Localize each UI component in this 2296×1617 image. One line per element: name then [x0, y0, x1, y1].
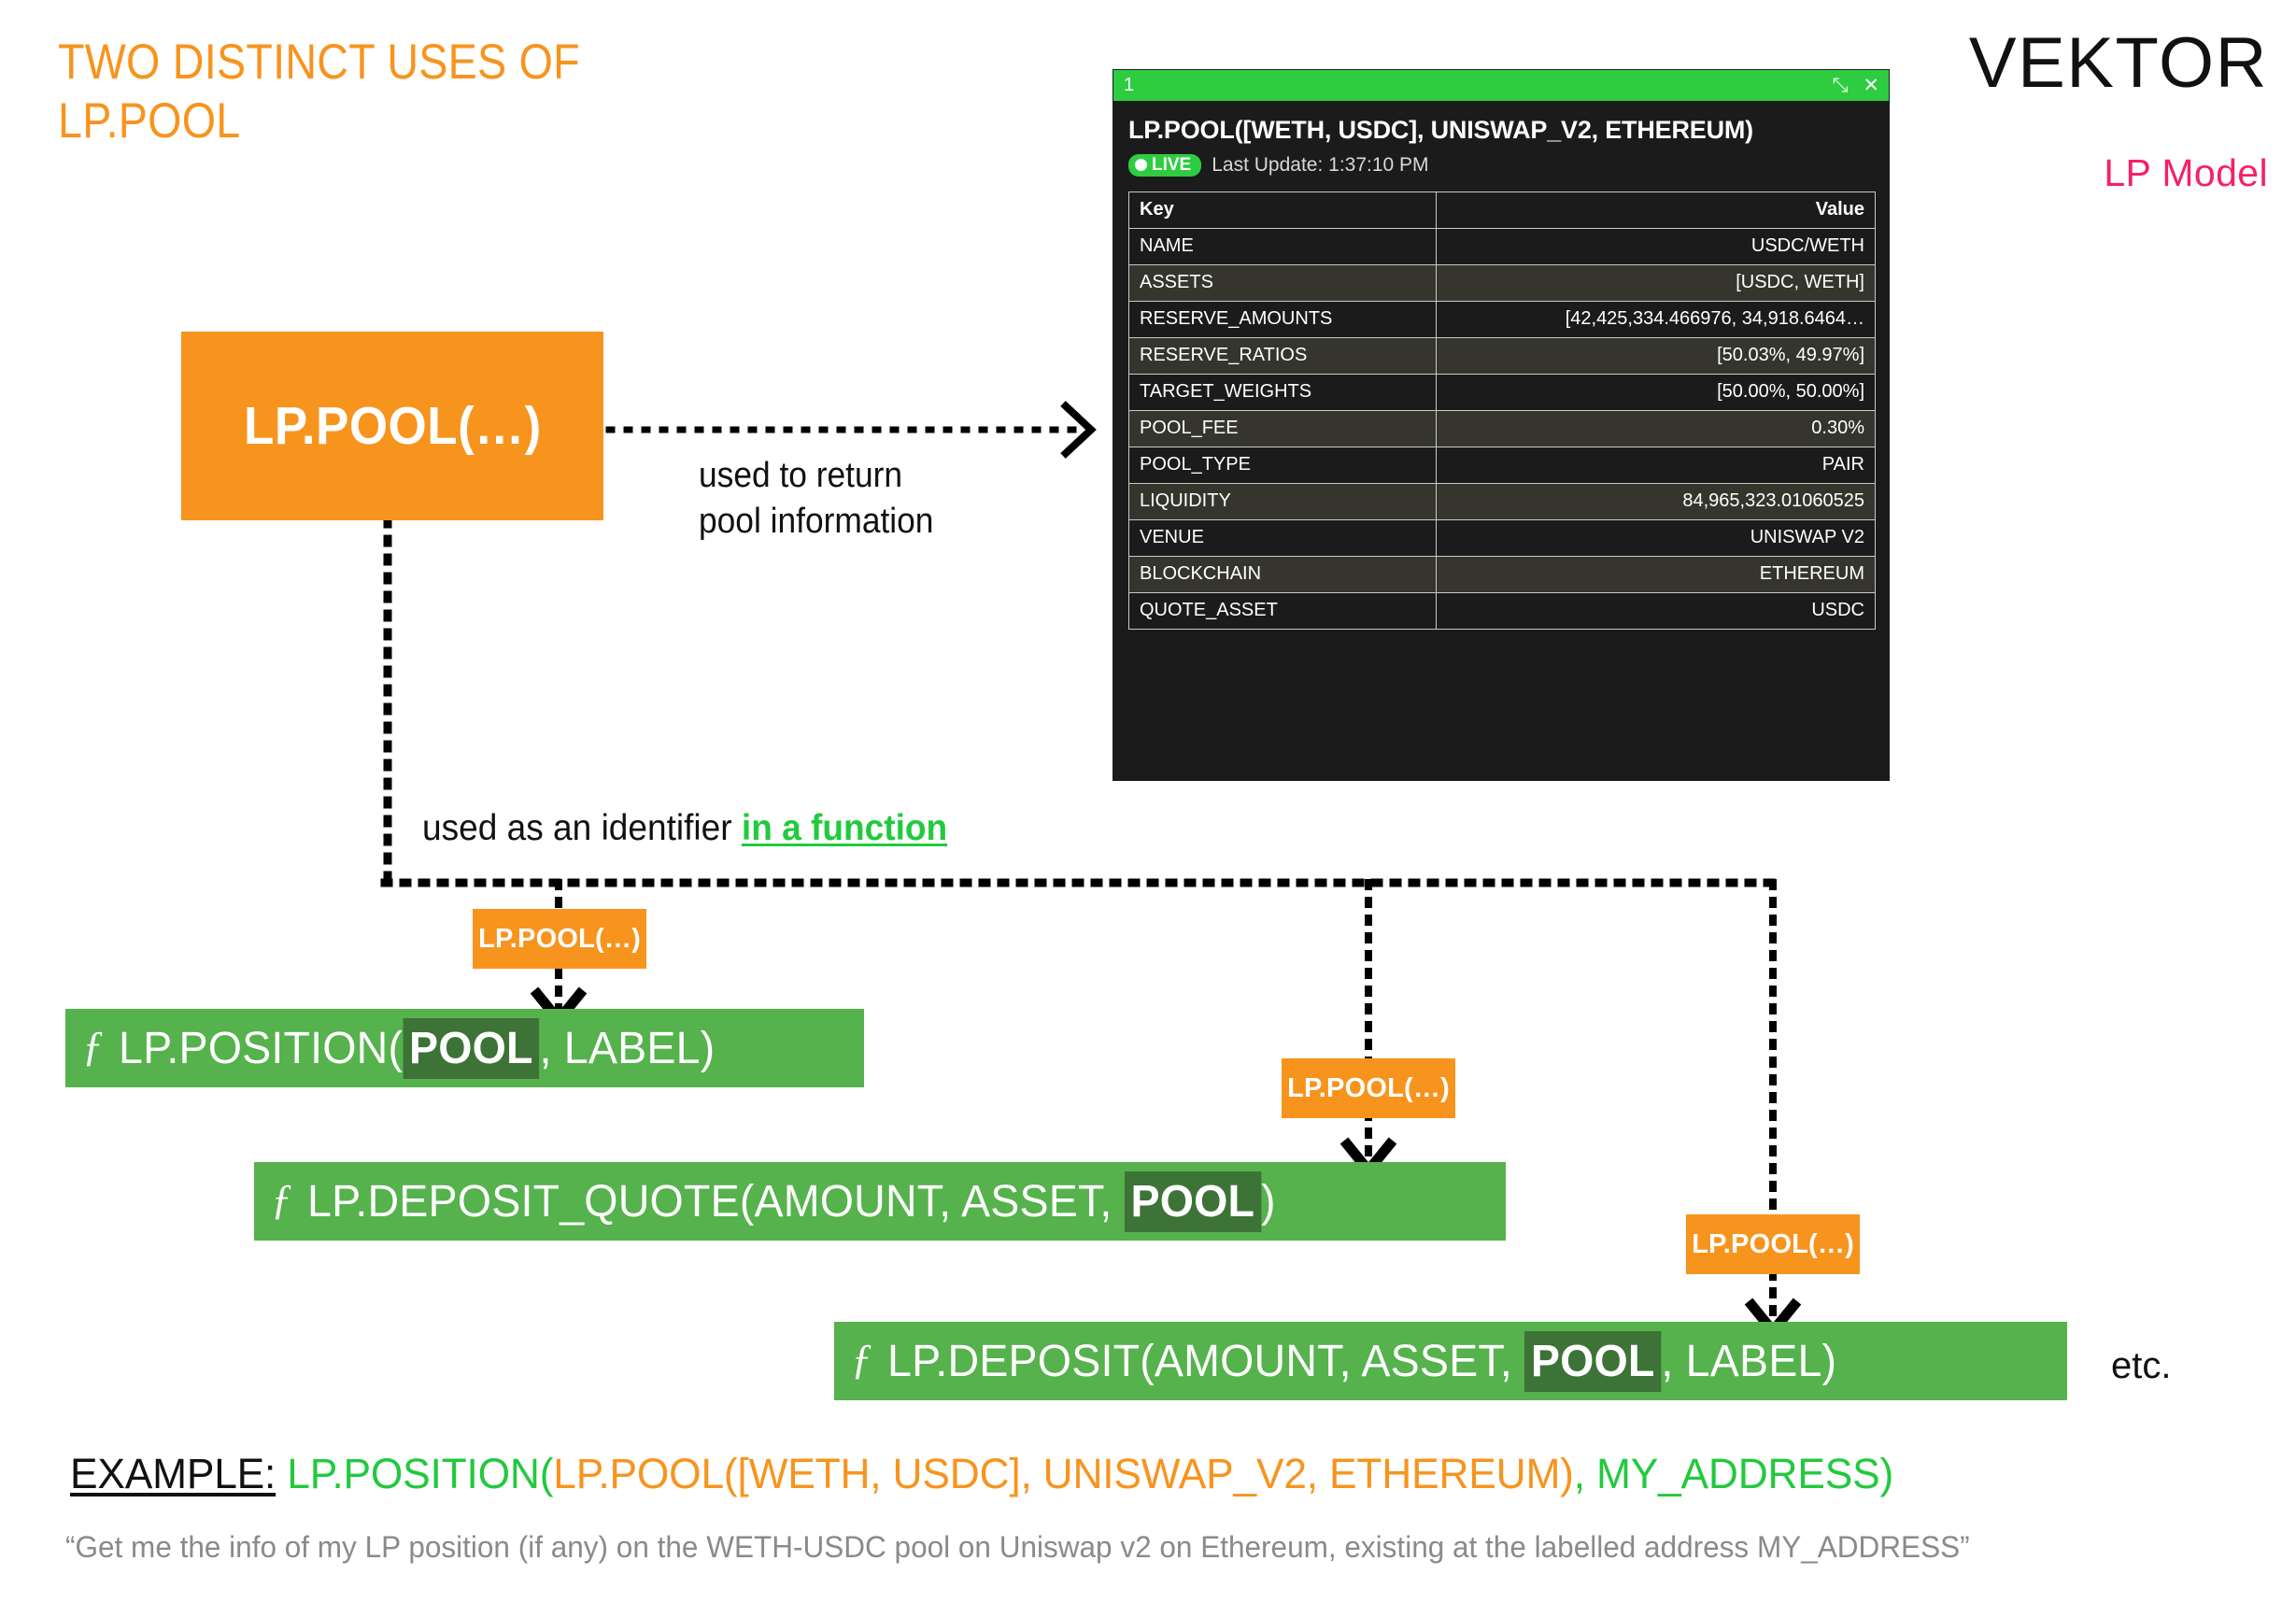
- example-line: EXAMPLE: LP.POSITION(LP.POOL([WETH, USDC…: [70, 1450, 1893, 1498]
- table-header-row: Key Value: [1128, 191, 1876, 229]
- return-caption: used to return pool information: [699, 456, 934, 541]
- function-prefix: LP.DEPOSIT_QUOTE(AMOUNT, ASSET,: [307, 1176, 1125, 1227]
- table-cell-key: LIQUIDITY: [1128, 483, 1437, 520]
- table-cell-value: [USDC, WETH]: [1436, 264, 1876, 302]
- table-cell-value: [42,425,334.466976, 34,918.6464…: [1436, 301, 1876, 338]
- lp-pool-node[interactable]: LP.POOL(…): [181, 332, 603, 520]
- live-dot-icon: [1135, 159, 1147, 171]
- table-cell-key: ASSETS: [1128, 264, 1437, 302]
- table-cell-value: USDC: [1436, 592, 1876, 630]
- identifier-caption: used as an identifier in a function: [422, 808, 947, 849]
- page-title: TWO DISTINCT USES OF LP.POOL: [58, 35, 580, 149]
- example-label: EXAMPLE:: [70, 1450, 276, 1497]
- live-label: LIVE: [1152, 155, 1192, 175]
- window-heading: LP.POOL([WETH, USDC], UNISWAP_V2, ETHERE…: [1128, 116, 1753, 144]
- table-cell-key: RESERVE_RATIOS: [1128, 337, 1437, 375]
- function-suffix: , LABEL): [1661, 1336, 1837, 1386]
- window-titlebar[interactable]: 1 ⤡ ✕: [1113, 70, 1889, 101]
- live-status-badge: LIVE: [1128, 154, 1202, 177]
- function-bar-position[interactable]: ƒ LP.POSITION(POOL, LABEL): [65, 1009, 864, 1087]
- pool-tag-2[interactable]: LP.POOL(…): [1282, 1058, 1455, 1118]
- column-header-key: Key: [1128, 191, 1437, 229]
- function-suffix: , LABEL): [539, 1023, 716, 1073]
- function-suffix: ): [1260, 1176, 1276, 1227]
- status-row: LIVE Last Update: 1:37:10 PM: [1128, 154, 1876, 177]
- function-prefix: LP.POSITION(: [119, 1023, 404, 1073]
- example-green-suffix: , MY_ADDRESS): [1573, 1450, 1894, 1497]
- table-cell-value: USDC/WETH: [1436, 228, 1876, 265]
- function-bar-deposit-quote[interactable]: ƒ LP.DEPOSIT_QUOTE(AMOUNT, ASSET, POOL): [254, 1162, 1506, 1241]
- table-cell-key: TARGET_WEIGHTS: [1128, 374, 1437, 411]
- table-cell-value: [50.00%, 50.00%]: [1436, 374, 1876, 411]
- lp-pool-node-label: LP.POOL(…): [243, 396, 542, 456]
- pool-tag-1[interactable]: LP.POOL(…): [473, 909, 646, 969]
- table-cell-key: POOL_TYPE: [1128, 447, 1437, 484]
- brand-logo: VEKTOR: [1968, 23, 2268, 103]
- column-header-value: Value: [1436, 191, 1876, 229]
- function-symbol-icon: ƒ: [271, 1175, 292, 1223]
- pool-tag-1-label: LP.POOL(…): [478, 923, 641, 954]
- expand-icon[interactable]: ⤡: [1832, 75, 1849, 96]
- function-signature: LP.DEPOSIT_QUOTE(AMOUNT, ASSET, POOL): [307, 1170, 1276, 1232]
- function-pool-arg: POOL: [1524, 1330, 1662, 1392]
- table-cell-value: UNISWAP V2: [1436, 519, 1876, 557]
- table-cell-key: POOL_FEE: [1128, 410, 1437, 447]
- identifier-caption-text: used as an identifier: [422, 808, 742, 848]
- brand-subtitle: LP Model: [2104, 151, 2268, 194]
- example-orange-part: LP.POOL([WETH, USDC], UNISWAP_V2, ETHERE…: [553, 1450, 1574, 1497]
- function-prefix: LP.DEPOSIT(AMOUNT, ASSET,: [887, 1336, 1525, 1386]
- close-icon[interactable]: ✕: [1863, 75, 1879, 96]
- function-symbol-icon: ƒ: [851, 1335, 872, 1383]
- pool-tag-2-label: LP.POOL(…): [1287, 1072, 1450, 1103]
- table-cell-value: 0.30%: [1436, 410, 1876, 447]
- table-cell-key: BLOCKCHAIN: [1128, 556, 1437, 593]
- table-cell-key: VENUE: [1128, 519, 1437, 557]
- window-body: LP.POOL([WETH, USDC], UNISWAP_V2, ETHERE…: [1113, 101, 1889, 643]
- function-signature: LP.POSITION(POOL, LABEL): [119, 1017, 716, 1079]
- table-cell-value: [50.03%, 49.97%]: [1436, 337, 1876, 375]
- table-cell-value: ETHEREUM: [1436, 556, 1876, 593]
- function-bar-deposit[interactable]: ƒ LP.DEPOSIT(AMOUNT, ASSET, POOL, LABEL): [834, 1322, 2067, 1400]
- function-pool-arg: POOL: [1124, 1170, 1261, 1232]
- table-row: RESERVE_RATIOS[50.03%, 49.97%]: [1128, 337, 1876, 375]
- pool-tag-3[interactable]: LP.POOL(…): [1686, 1214, 1860, 1274]
- etc-label: etc.: [2111, 1345, 2172, 1386]
- table-cell-key: QUOTE_ASSET: [1128, 592, 1437, 630]
- identifier-caption-highlight: in a function: [741, 808, 948, 848]
- pool-tag-3-label: LP.POOL(…): [1692, 1228, 1854, 1259]
- table-cell-key: NAME: [1128, 228, 1437, 265]
- function-pool-arg: POOL: [403, 1017, 540, 1079]
- table-cell-value: PAIR: [1436, 447, 1876, 484]
- pool-info-window[interactable]: 1 ⤡ ✕ LP.POOL([WETH, USDC], UNISWAP_V2, …: [1113, 70, 1889, 780]
- table-cell-value: 84,965,323.01060525: [1436, 483, 1876, 520]
- last-update-label: Last Update: 1:37:10 PM: [1212, 154, 1429, 176]
- example-green-prefix: LP.POSITION(: [287, 1450, 554, 1497]
- window-index-label: 1: [1124, 75, 1135, 95]
- table-row: TARGET_WEIGHTS[50.00%, 50.00%]: [1128, 374, 1876, 411]
- table-row: ASSETS[USDC, WETH]: [1128, 264, 1876, 302]
- function-signature: LP.DEPOSIT(AMOUNT, ASSET, POOL, LABEL): [887, 1330, 1837, 1392]
- table-cell-key: RESERVE_AMOUNTS: [1128, 301, 1437, 338]
- example-quote: “Get me the info of my LP position (if a…: [65, 1530, 1970, 1564]
- table-row: RESERVE_AMOUNTS[42,425,334.466976, 34,91…: [1128, 301, 1876, 338]
- function-symbol-icon: ƒ: [82, 1022, 104, 1070]
